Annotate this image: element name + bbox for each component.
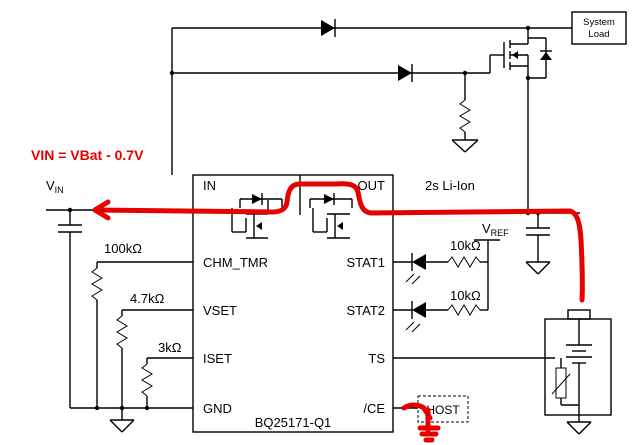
pmos-transistor (489, 25, 552, 213)
battery-label: 2s Li-Ion (425, 178, 475, 193)
left-resistor-network: 100kΩ 4.7kΩ 3kΩ (91, 241, 193, 433)
system-load-label-line2: Load (588, 29, 609, 40)
resistor-label-vset: 4.7kΩ (130, 291, 165, 306)
internal-mosfet-1 (231, 193, 283, 239)
ground-symbol-battery (566, 421, 592, 435)
pin-ce: /CE (363, 401, 385, 416)
ce-host-label: HOST (426, 403, 460, 417)
ground-symbol (451, 139, 479, 153)
diode-middle (398, 64, 413, 82)
resistor-label-iset: 3kΩ (158, 340, 182, 355)
ce-host-box: HOST (393, 395, 469, 423)
pin-chm-tmr: CHM_TMR (203, 255, 268, 270)
pin-vset: VSET (203, 303, 237, 318)
resistor-label-chm: 100kΩ (104, 241, 142, 256)
stat-led-network: VREF 10kΩ 10kΩ (393, 221, 509, 333)
pin-in: IN (203, 178, 216, 193)
battery-pack (393, 309, 612, 435)
vref-label: VREF (482, 221, 509, 238)
vin-label: VIN (46, 178, 64, 195)
diode-top (321, 19, 336, 37)
pin-out: OUT (358, 178, 386, 193)
system-load-box: System Load (571, 11, 627, 45)
resistor-label-stat1: 10kΩ (450, 238, 481, 253)
chip-name: BQ25171-Q1 (255, 415, 332, 430)
annotation-text: VIN = VBat - 0.7V (31, 147, 144, 163)
red-current-path (92, 181, 585, 443)
pin-ts: TS (368, 351, 385, 366)
ground-symbol-left (109, 419, 135, 433)
top-power-path (169, 19, 572, 215)
pin-gnd: GND (203, 401, 232, 416)
vin-input: VIN (46, 178, 193, 409)
ic-chip: IN CHM_TMR VSET ISET GND OUT STAT1 STAT2… (192, 174, 394, 433)
resistor-label-stat2: 10kΩ (450, 288, 481, 303)
internal-mosfet-2 (309, 193, 353, 239)
ground-symbol-right (525, 261, 551, 275)
pin-iset: ISET (203, 351, 232, 366)
pin-stat2: STAT2 (346, 303, 385, 318)
pin-stat1: STAT1 (346, 255, 385, 270)
system-load-label-line1: System (583, 17, 615, 28)
